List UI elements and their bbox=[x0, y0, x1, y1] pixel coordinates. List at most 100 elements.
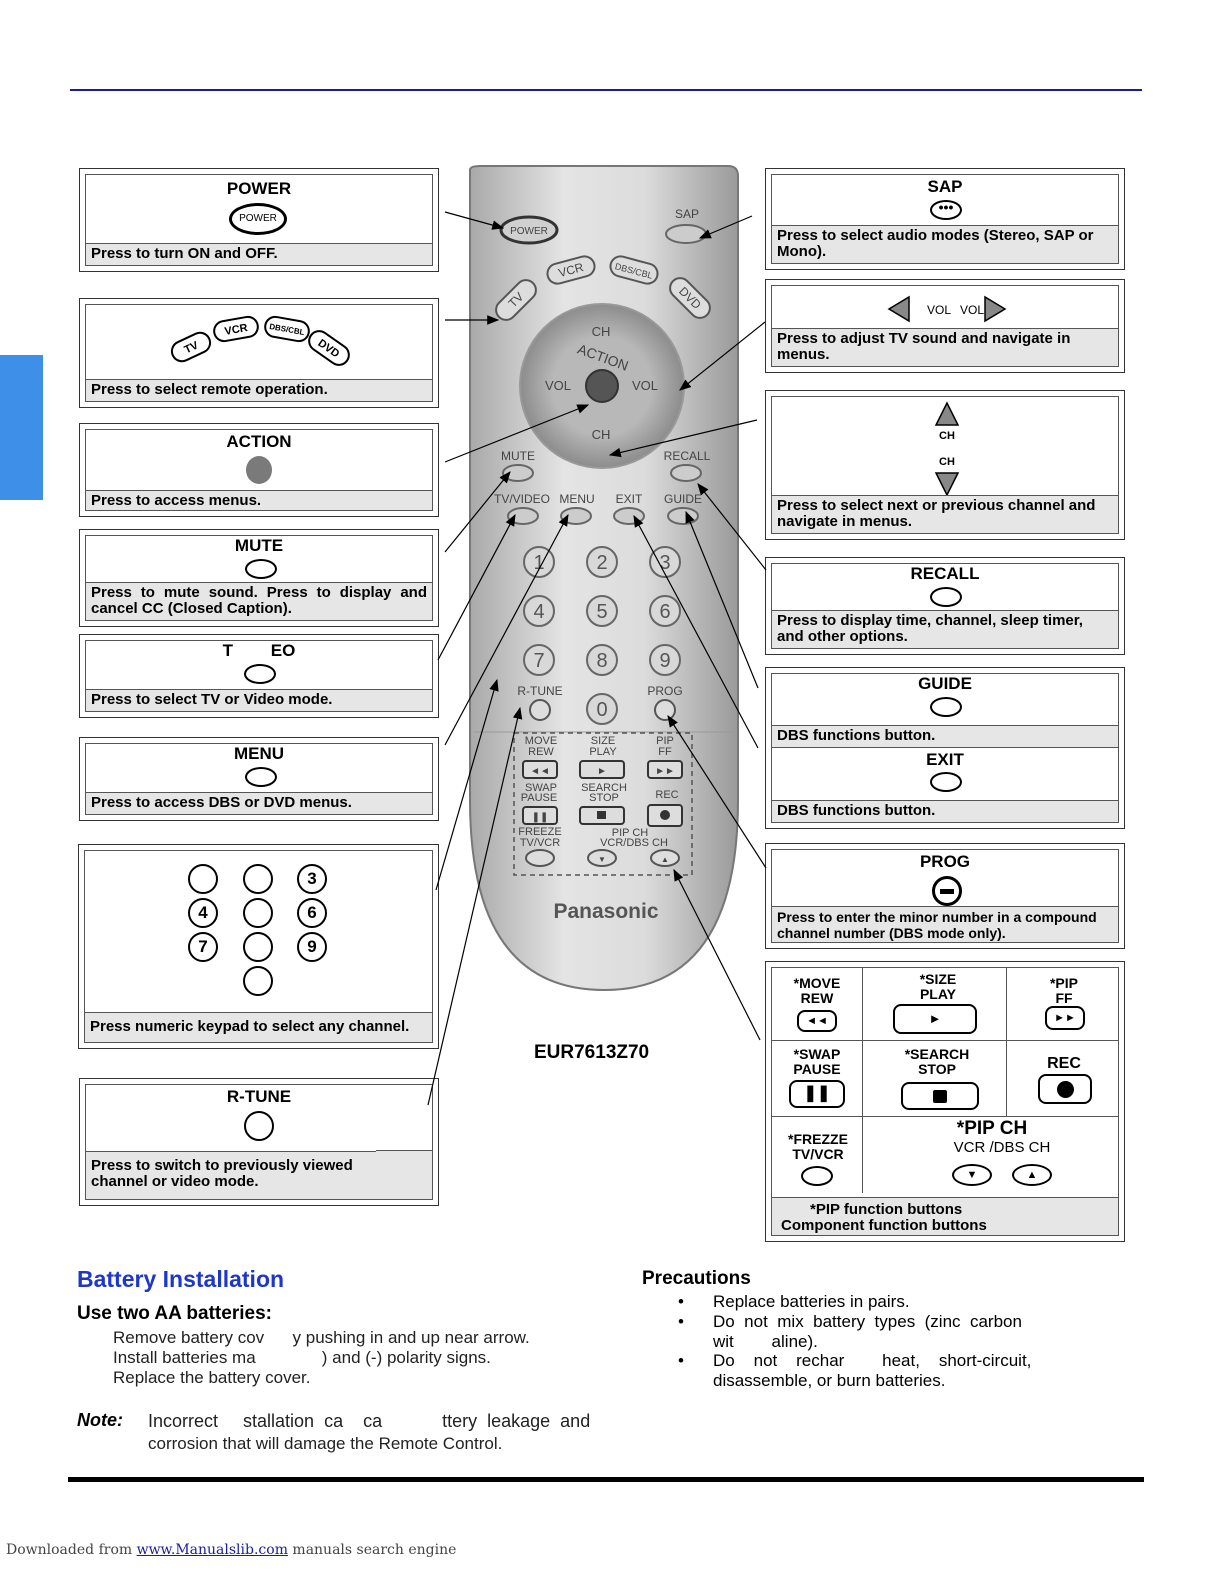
pipch-label: *PIP CH bbox=[956, 1118, 1028, 1139]
ch-desc: Press to select next or previous channel… bbox=[772, 495, 1118, 533]
vcrdbs-label: VCR /DBS CH bbox=[953, 1139, 1051, 1156]
play-icon: ► bbox=[893, 1004, 977, 1034]
menu-title: MENU bbox=[233, 744, 285, 763]
vol-box: VOL VOL Press to adjust TV sound and nav… bbox=[765, 279, 1125, 373]
menu-desc: Press to access DBS or DVD menus. bbox=[86, 792, 432, 814]
vol-left-label: VOL bbox=[927, 303, 951, 317]
prog-button-icon bbox=[932, 876, 962, 906]
footer: Downloaded from www.Manualslib.com manua… bbox=[6, 1542, 456, 1558]
leader-lines bbox=[427, 211, 767, 1106]
note-line-1: Incorrect stallation ca ca ttery leakage… bbox=[148, 1411, 591, 1431]
battery-step-2: Install batteries ma ) and (-) polarity … bbox=[113, 1348, 491, 1367]
precaution-item-3: Do not rechar heat, short-circuit, bbox=[713, 1351, 1032, 1370]
remote-digit-9: 9 bbox=[659, 650, 670, 672]
pipch-down-icon: ▼ bbox=[952, 1164, 992, 1186]
svg-text:◄◄: ◄◄ bbox=[530, 766, 550, 777]
precaution-item-3b: disassemble, or burn batteries. bbox=[713, 1371, 946, 1390]
remote-digit-4: 4 bbox=[533, 601, 544, 623]
power-desc: Press to turn ON and OFF. bbox=[86, 243, 432, 265]
recall-box: RECALL Press to display time, channel, s… bbox=[765, 557, 1125, 655]
mute-title: MUTE bbox=[234, 536, 284, 555]
menu-box: MENU Press to access DBS or DVD menus. bbox=[79, 737, 439, 821]
power-button-icon: POWER bbox=[229, 203, 287, 235]
vol-desc: Press to adjust TV sound and navigate in… bbox=[772, 328, 1118, 366]
bottom-rule bbox=[68, 1477, 1144, 1482]
function-footer: *PIP function buttons Component function… bbox=[772, 1198, 1118, 1235]
key-9: 9 bbox=[297, 932, 327, 962]
remote-power-label: POWER bbox=[510, 226, 548, 237]
battery-title: Battery Installation bbox=[77, 1266, 285, 1292]
remote-search-label: SEARCH bbox=[581, 782, 627, 794]
svg-text:►: ► bbox=[597, 766, 607, 777]
tvvideo-box: T EO Press to select TV or Video mode. bbox=[79, 634, 439, 718]
grid-line bbox=[862, 968, 863, 1193]
rtune-box: R-TUNE Press to switch to previously vie… bbox=[79, 1078, 439, 1206]
remote-ff-label: FF bbox=[658, 746, 672, 758]
vol-arrows-icon: VOL VOL bbox=[887, 295, 1007, 323]
mode-vcr-label: VCR bbox=[224, 322, 249, 338]
remote-vol-left-label: VOL bbox=[545, 378, 571, 393]
remote-exit-label: EXIT bbox=[616, 492, 643, 506]
ch-box: CH CH Press to select next or previous c… bbox=[765, 390, 1125, 540]
battery-step-1: Remove battery cov y pushing in and up n… bbox=[113, 1328, 530, 1347]
mode-box: TV VCR DBS/CBL DVD Press to select remot… bbox=[79, 298, 439, 408]
remote-brand-label: Panasonic bbox=[553, 900, 658, 923]
rtune-desc: Press to switch to previously viewed cha… bbox=[86, 1151, 376, 1199]
power-button-label: POWER bbox=[239, 213, 277, 224]
top-rule bbox=[70, 89, 1142, 91]
rec-label: REC bbox=[1047, 1055, 1081, 1072]
remote-pause-label: PAUSE bbox=[521, 792, 557, 804]
prog-box: PROG Press to enter the minor number in … bbox=[765, 843, 1125, 949]
swap-label: *SWAP PAUSE bbox=[793, 1046, 841, 1077]
key-blank bbox=[243, 864, 273, 894]
rtune-desc-fill bbox=[376, 1150, 432, 1199]
sap-button-icon: ••• bbox=[930, 200, 962, 220]
size-label: *SIZE PLAY bbox=[919, 971, 957, 1002]
guide-title: GUIDE bbox=[918, 674, 972, 693]
remote-pipch-label: PIP CH bbox=[612, 827, 649, 839]
action-button-icon bbox=[246, 456, 272, 484]
key-7: 7 bbox=[188, 932, 218, 962]
remote-mute-label: MUTE bbox=[501, 449, 535, 463]
sap-desc: Press to select audio modes (Stereo, SAP… bbox=[772, 225, 1118, 263]
footer-suffix: manuals search engine bbox=[287, 1542, 457, 1558]
recall-desc: Press to display time, channel, sleep ti… bbox=[772, 610, 1118, 648]
remote-sap-label: SAP bbox=[675, 207, 699, 221]
rtune-title: R-TUNE bbox=[226, 1087, 292, 1106]
remote-digit-0: 0 bbox=[596, 699, 607, 721]
rec-icon bbox=[1038, 1074, 1092, 1104]
remote-digit-6: 6 bbox=[659, 601, 670, 623]
remote-pip-label: PIP bbox=[656, 735, 674, 747]
ch-arrows-icon: CH CH bbox=[934, 401, 960, 497]
remote-digit-1: 1 bbox=[533, 552, 544, 574]
guide-button-icon bbox=[930, 697, 962, 717]
key-blank bbox=[243, 966, 273, 996]
precaution-item-1: Replace batteries in pairs. bbox=[713, 1292, 910, 1311]
freeze-label: *FREZZE TV/VCR bbox=[788, 1131, 848, 1162]
grid-line bbox=[772, 1197, 1118, 1198]
action-title: ACTION bbox=[226, 432, 292, 451]
remote-rew-label: REW bbox=[528, 746, 554, 758]
remote-guide-label: GUIDE bbox=[664, 492, 702, 506]
power-box: POWER POWER Press to turn ON and OFF. bbox=[79, 168, 439, 272]
remote-digit-2: 2 bbox=[596, 552, 607, 574]
remote-digit-3: 3 bbox=[659, 552, 670, 574]
precaution-item-2b: wit aline). bbox=[713, 1332, 818, 1351]
svg-text:▼: ▼ bbox=[598, 855, 606, 864]
remote-rtune-label: R-TUNE bbox=[517, 684, 562, 698]
mode-buttons-icon: TV VCR DBS/CBL DVD bbox=[170, 315, 350, 366]
svg-text:►►: ►► bbox=[655, 766, 675, 777]
ch-up-label: CH bbox=[939, 430, 955, 442]
key-blank bbox=[243, 898, 273, 928]
svg-text:❚❚: ❚❚ bbox=[532, 812, 549, 823]
key-3: 3 bbox=[297, 864, 327, 894]
remote-swap-label: SWAP bbox=[525, 782, 557, 794]
remote-prog-label: PROG bbox=[647, 684, 682, 698]
grid-line bbox=[772, 1040, 1118, 1041]
recall-title: RECALL bbox=[910, 564, 980, 583]
footer-link[interactable]: www.Manualslib.com bbox=[136, 1542, 288, 1558]
sap-box: SAP ••• Press to select audio modes (Ste… bbox=[765, 168, 1125, 270]
remote-tvvideo-label: TV/VIDEO bbox=[494, 492, 550, 506]
search-label: *SEARCH STOP bbox=[904, 1046, 970, 1077]
pause-icon: ❚❚ bbox=[789, 1080, 845, 1108]
